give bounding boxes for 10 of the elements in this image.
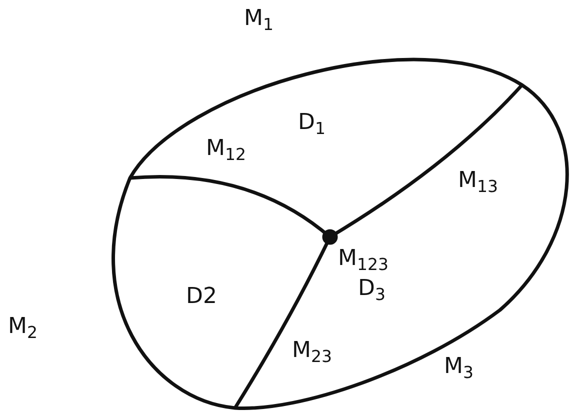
region-label: M$_{2}$	[8, 316, 38, 342]
region-label: M$_{123}$	[338, 248, 388, 274]
region-label: D$_{3}$	[358, 278, 386, 304]
region-label: M$_{13}$	[458, 170, 498, 196]
region-label: D2	[186, 286, 217, 308]
region-label: M$_{23}$	[292, 340, 332, 366]
region-label: D$_{1}$	[298, 112, 326, 138]
region-label: M$_{3}$	[444, 356, 474, 382]
region-label: M$_{12}$	[206, 138, 246, 164]
region-label: M$_{1}$	[244, 8, 274, 34]
